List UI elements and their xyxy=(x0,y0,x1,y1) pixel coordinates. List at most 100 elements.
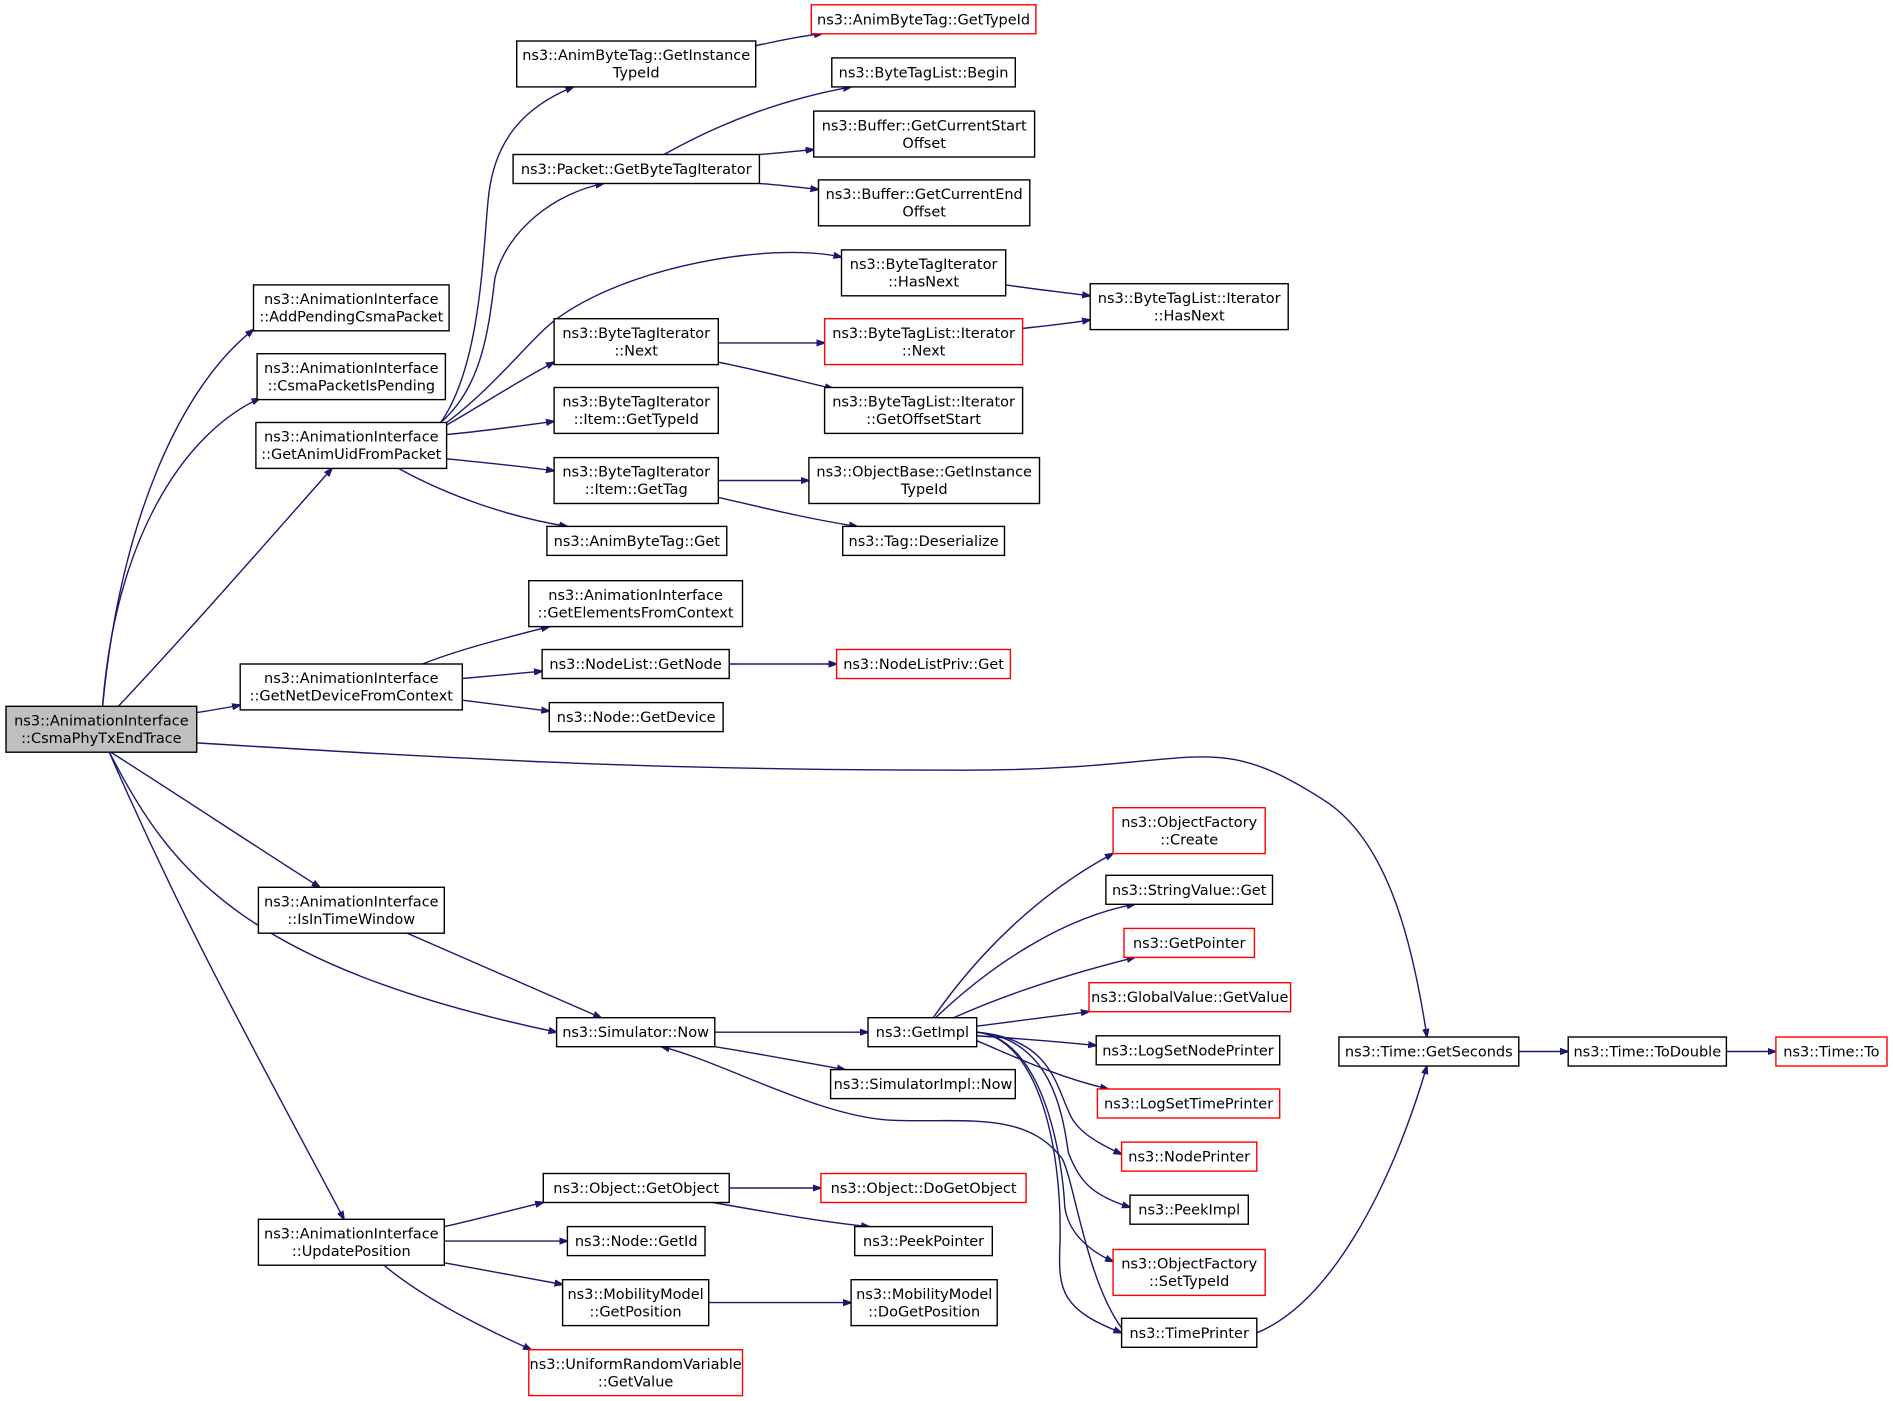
graph-node-simNow[interactable]: ns3::Simulator::Now xyxy=(555,1017,716,1048)
graph-node-peekPointer[interactable]: ns3::PeekPointer xyxy=(854,1225,994,1257)
node-label: ns3::AnimByteTag::GetInstance xyxy=(522,48,750,64)
call-edge-getNetDev xyxy=(190,705,241,715)
node-label: ns3::PeekImpl xyxy=(1138,1203,1240,1219)
graph-node-pktGetBTI[interactable]: ns3::Packet::GetByteTagIterator xyxy=(512,153,761,185)
graph-node-globalValueGet[interactable]: ns3::GlobalValue::GetValue xyxy=(1088,982,1292,1013)
call-edge-csmaPending xyxy=(101,398,260,707)
graph-node-uniformGetValue[interactable]: ns3::UniformRandomVariable::GetValue xyxy=(528,1348,744,1397)
graph-node-btiNext[interactable]: ns3::ByteTagIterator::Next xyxy=(553,318,719,366)
call-edge-peekPointer xyxy=(712,1201,869,1226)
call-edge-nodePrinter xyxy=(976,1031,1122,1154)
node-label: ns3::AnimationInterface xyxy=(264,430,439,446)
node-label: ns3::ByteTagIterator xyxy=(562,465,710,481)
node-box xyxy=(553,318,719,366)
graph-node-getAnimUid[interactable]: ns3::AnimationInterface::GetAnimUidFromP… xyxy=(255,421,448,470)
call-edge-btiItemType xyxy=(446,421,554,436)
node-box xyxy=(542,1172,730,1204)
call-edge-tagDeser xyxy=(718,496,857,526)
graph-node-nodeGetId[interactable]: ns3::Node::GetId xyxy=(566,1225,706,1257)
graph-node-stringValueGet[interactable]: ns3::StringValue::Get xyxy=(1105,874,1274,905)
node-box xyxy=(820,1172,1027,1204)
node-label: ns3::Simulator::Now xyxy=(562,1025,709,1041)
graph-node-nodeGetDevice[interactable]: ns3::Node::GetDevice xyxy=(548,701,724,733)
node-label: ::Item::GetTypeId xyxy=(574,412,699,428)
node-label: ns3::Time::To xyxy=(1783,1045,1879,1061)
node-label: ns3::Buffer::GetCurrentEnd xyxy=(826,187,1023,203)
graph-node-getImpl[interactable]: ns3::GetImpl xyxy=(867,1017,978,1048)
graph-node-logSetTime[interactable]: ns3::LogSetTimePrinter xyxy=(1096,1088,1281,1119)
graph-node-getElements[interactable]: ns3::AnimationInterface::GetElementsFrom… xyxy=(528,580,744,628)
graph-node-btlBegin[interactable]: ns3::ByteTagList::Begin xyxy=(831,57,1016,88)
node-label: ns3::AnimationInterface xyxy=(14,713,189,729)
graph-node-btiItemTag[interactable]: ns3::ByteTagIterator::Item::GetTag xyxy=(553,456,719,505)
node-box xyxy=(854,1225,994,1257)
node-label: ns3::Node::GetId xyxy=(575,1234,698,1250)
graph-node-btliHasNext[interactable]: ns3::ByteTagList::Iterator::HasNext xyxy=(1089,283,1289,331)
node-box xyxy=(555,1017,716,1048)
graph-node-simImplNow[interactable]: ns3::SimulatorImpl::Now xyxy=(829,1068,1016,1100)
node-label: ns3::AnimationInterface xyxy=(264,1227,439,1243)
graph-node-objDoGetObject[interactable]: ns3::Object::DoGetObject xyxy=(820,1172,1027,1204)
graph-node-nodeListPrivGet[interactable]: ns3::NodeListPriv::Get xyxy=(835,648,1012,680)
graph-node-timePrinter[interactable]: ns3::TimePrinter xyxy=(1120,1317,1258,1349)
node-box xyxy=(512,153,761,185)
graph-node-mobDoGetPos[interactable]: ns3::MobilityModel::DoGetPosition xyxy=(850,1278,998,1327)
node-box xyxy=(257,886,445,934)
graph-node-csmaPending[interactable]: ns3::AnimationInterface::CsmaPacketIsPen… xyxy=(256,353,447,401)
graph-node-nodePrinter[interactable]: ns3::NodePrinter xyxy=(1120,1141,1258,1172)
node-label: ::GetPosition xyxy=(590,1304,682,1320)
graph-node-objGetObject[interactable]: ns3::Object::GetObject xyxy=(542,1172,730,1204)
node-label: ns3::Buffer::GetCurrentStart xyxy=(822,118,1027,134)
call-edge-getAnimUid xyxy=(117,468,332,707)
node-box xyxy=(561,1278,710,1327)
graph-node-btiHasNext[interactable]: ns3::ByteTagIterator::HasNext xyxy=(840,249,1007,297)
graph-node-btiItemType[interactable]: ns3::ByteTagIterator::Item::GetTypeId xyxy=(553,386,719,435)
graph-node-getPointer[interactable]: ns3::GetPointer xyxy=(1123,927,1256,959)
node-box xyxy=(823,318,1024,366)
call-edge-uniformGetValue xyxy=(383,1264,531,1350)
graph-node-isInTime[interactable]: ns3::AnimationInterface::IsInTimeWindow xyxy=(257,886,445,934)
node-label: ns3::AnimationInterface xyxy=(264,292,439,308)
call-edge-objFactCreate xyxy=(932,854,1113,1019)
node-box xyxy=(1112,807,1266,855)
graph-node-animGet[interactable]: ns3::AnimByteTag::Get xyxy=(546,525,728,557)
node-box xyxy=(829,1068,1016,1100)
node-box xyxy=(566,1225,706,1257)
graph-node-timeToDouble[interactable]: ns3::Time::ToDouble xyxy=(1567,1036,1728,1067)
graph-node-objFactCreate[interactable]: ns3::ObjectFactory::Create xyxy=(1112,807,1266,855)
graph-node-addPending[interactable]: ns3::AnimationInterface::AddPendingCsmaP… xyxy=(252,284,450,332)
graph-node-timeGetSeconds[interactable]: ns3::Time::GetSeconds xyxy=(1338,1036,1520,1067)
graph-node-animGetType[interactable]: ns3::AnimByteTag::GetTypeId xyxy=(810,4,1037,35)
graph-node-peekImpl[interactable]: ns3::PeekImpl xyxy=(1129,1194,1250,1225)
graph-node-mobGetPos[interactable]: ns3::MobilityModel::GetPosition xyxy=(561,1278,710,1327)
graph-node-tagDeser[interactable]: ns3::Tag::Deserialize xyxy=(842,525,1006,557)
node-box xyxy=(823,386,1024,435)
node-label: ::GetValue xyxy=(598,1374,674,1390)
node-box xyxy=(1088,982,1292,1013)
graph-node-updatePos[interactable]: ns3::AnimationInterface::UpdatePosition xyxy=(257,1218,445,1266)
node-box xyxy=(548,701,724,733)
graph-node-btliNext[interactable]: ns3::ByteTagList::Iterator::Next xyxy=(823,318,1024,366)
node-label: ::GetNetDeviceFromContext xyxy=(250,689,454,705)
graph-node-objFactSetType[interactable]: ns3::ObjectFactory::SetTypeId xyxy=(1112,1248,1266,1297)
call-edge-logSetNode xyxy=(976,1035,1096,1046)
call-edge-pktGetBTI xyxy=(440,184,604,424)
graph-node-timeTo[interactable]: ns3::Time::To xyxy=(1775,1036,1888,1067)
node-label: ::HasNext xyxy=(1154,308,1225,324)
node-label: ns3::Node::GetDevice xyxy=(557,710,716,726)
call-edge-updatePos xyxy=(108,750,344,1219)
graph-node-getNetDev[interactable]: ns3::AnimationInterface::GetNetDeviceFro… xyxy=(239,663,464,711)
graph-node-btliOffset[interactable]: ns3::ByteTagList::Iterator::GetOffsetSta… xyxy=(823,386,1024,435)
call-edge-btlBegin xyxy=(663,87,851,156)
graph-node-logSetNode[interactable]: ns3::LogSetNodePrinter xyxy=(1095,1035,1281,1066)
call-edge-bufStart xyxy=(759,150,813,156)
node-label: ns3::GetPointer xyxy=(1133,936,1246,952)
graph-node-root[interactable]: ns3::AnimationInterface::CsmaPhyTxEndTra… xyxy=(5,705,198,753)
node-box xyxy=(1112,1248,1266,1297)
graph-node-nodeListGetNode[interactable]: ns3::NodeList::GetNode xyxy=(541,648,730,680)
node-box xyxy=(256,353,447,401)
